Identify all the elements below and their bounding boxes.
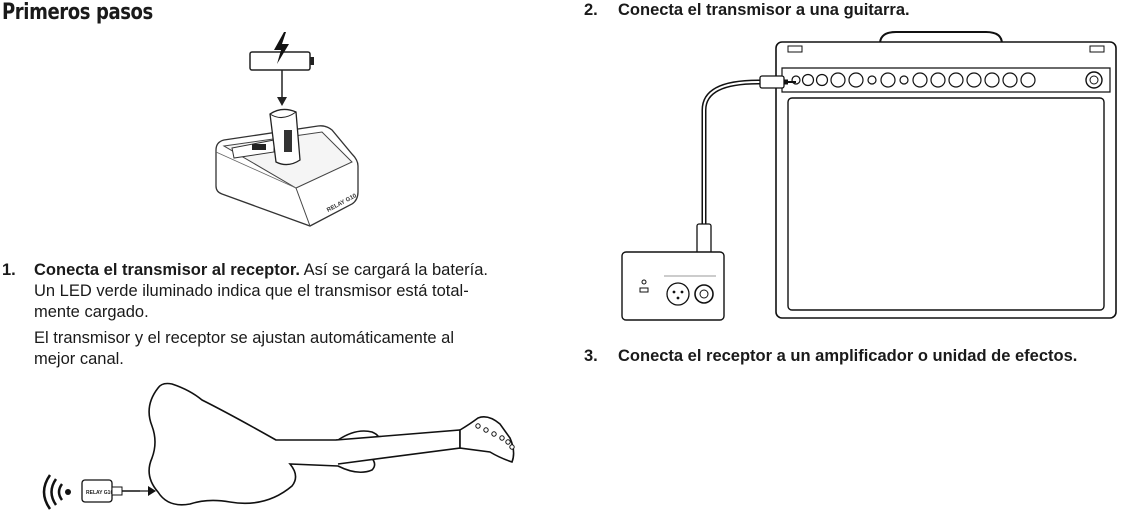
step-2-heading: Conecta el transmisor a una guitarra. (618, 1, 910, 19)
down-arrow-icon (277, 70, 287, 106)
receiver-illustration (620, 250, 726, 322)
instrument-cable (690, 70, 800, 270)
guitar-illustration: RELAY G10 (40, 380, 530, 515)
step-3-heading: Conecta el receptor a un amplificador o … (618, 347, 1078, 365)
step-3: 3. Conecta el receptor a un amplificador … (584, 346, 1077, 367)
step-1-text: Así se cargará la batería. (299, 261, 488, 279)
step-1-paragraph-2-line-2: mejor canal. (34, 350, 124, 368)
step-1-line-3: mente cargado. (34, 303, 149, 321)
step-1-paragraph-2-line-1: El transmisor y el receptor se ajustan a… (34, 329, 455, 347)
step-1-number: 1. (2, 261, 16, 279)
step-1-paragraph-2: El transmisor y el receptor se ajustan a… (34, 328, 554, 370)
receptor-charger-illustration: RELAY G10 (212, 108, 362, 230)
battery-charging-icon (250, 32, 314, 74)
transmitter-brand-label: RELAY G10 (86, 490, 113, 496)
step-1-heading: Conecta el transmisor al receptor. (34, 261, 300, 279)
step-1: 1. Conecta el transmisor al receptor. Así… (2, 260, 562, 323)
step-1-line-2: Un LED verde iluminado indica que el tra… (34, 282, 469, 300)
amplifier-illustration (776, 28, 1118, 320)
step-2: 2. Conecta el transmisor a una guitarra. (584, 0, 910, 21)
wireless-signal-icon (42, 474, 71, 510)
step-2-number: 2. (584, 1, 598, 19)
step-3-number: 3. (584, 347, 598, 365)
page-title: Primeros pasos (2, 0, 153, 25)
